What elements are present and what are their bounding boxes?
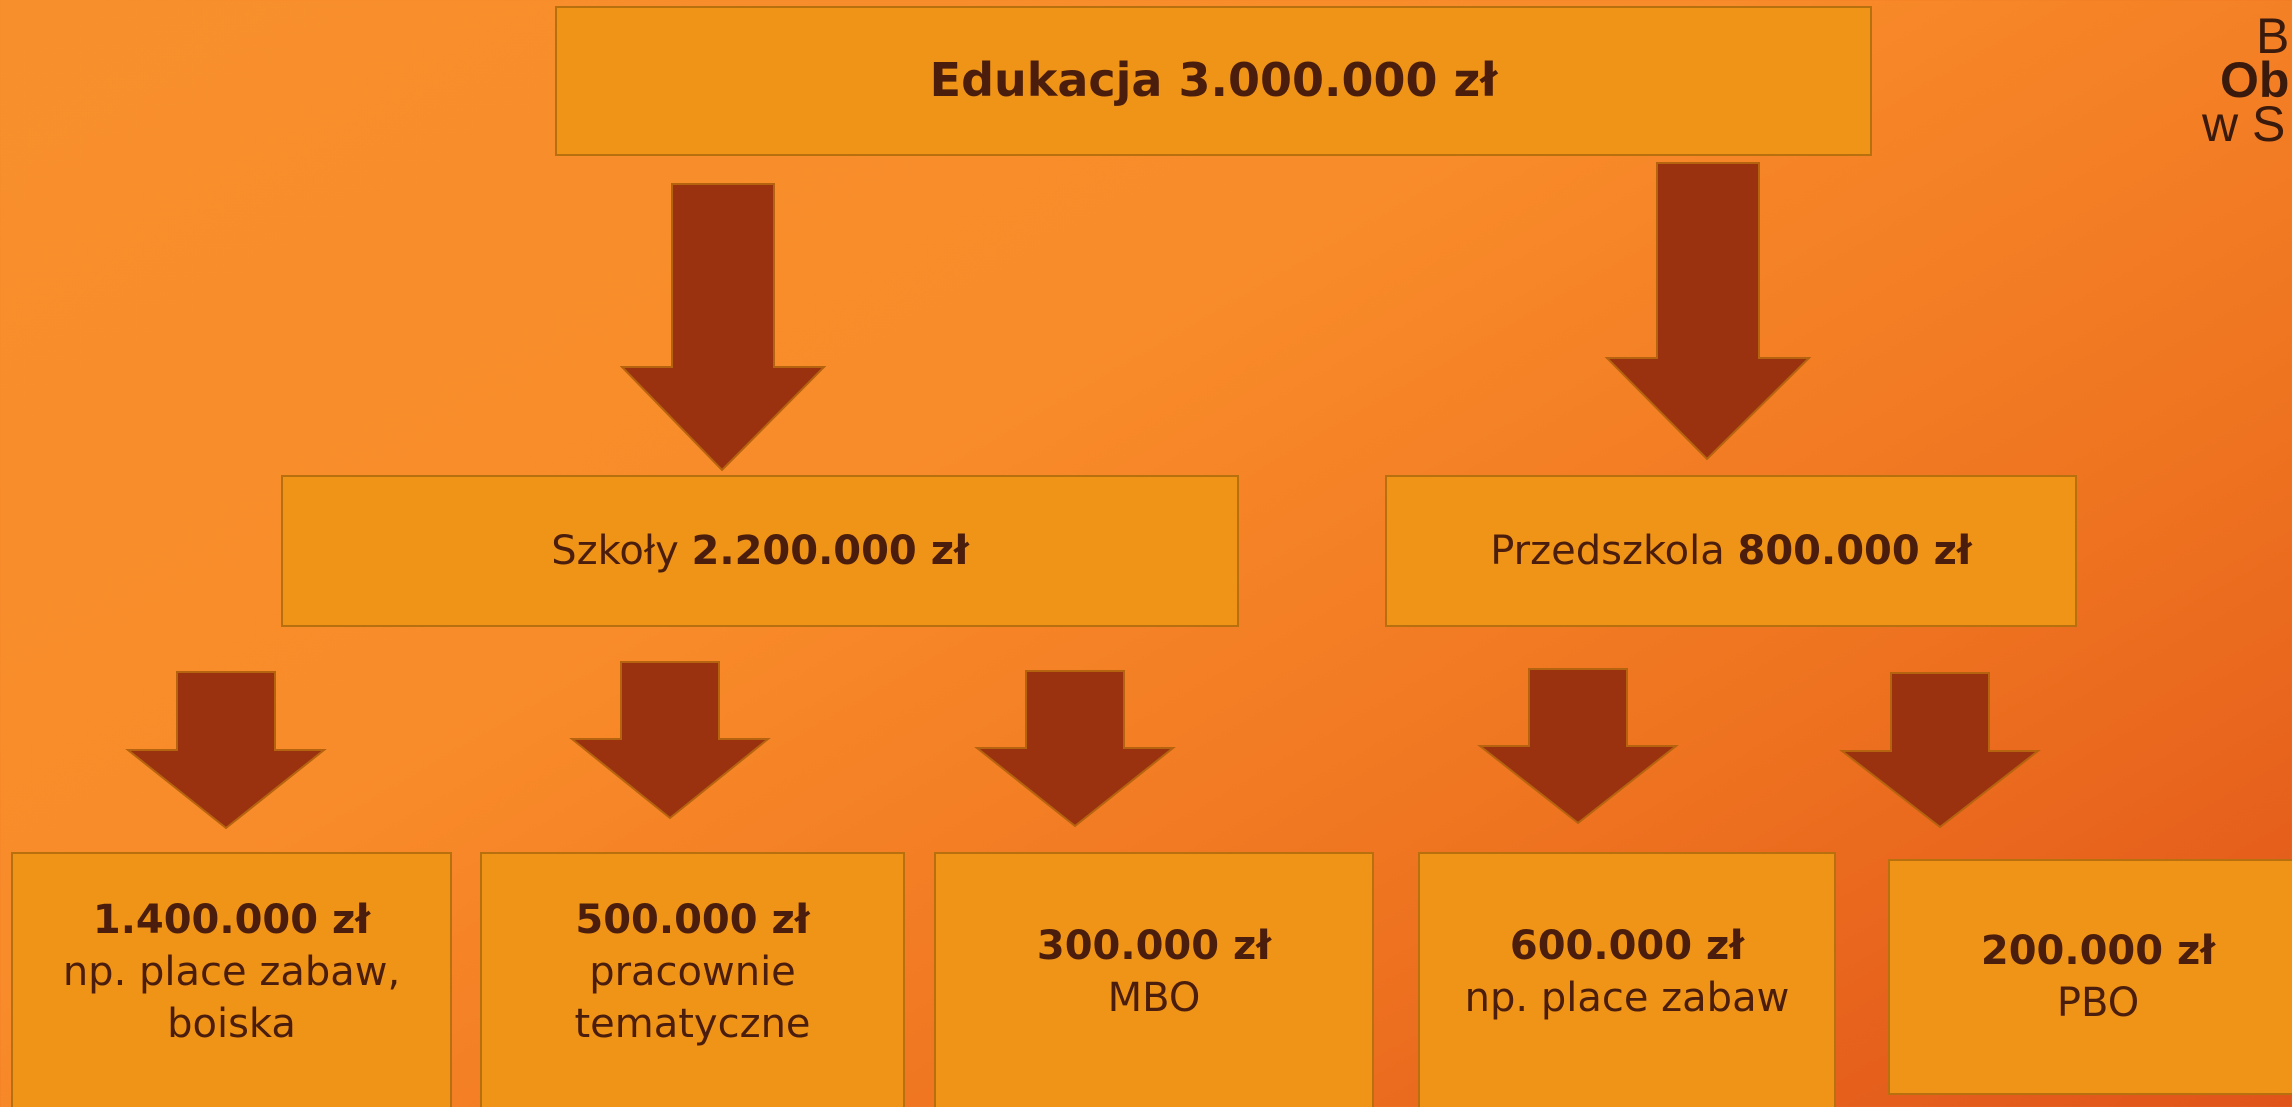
leaf-node-desc-1: np. place zabaw	[1464, 975, 1790, 1021]
node-preschools: Przedszkola 800.000 zł	[1385, 475, 2077, 627]
root-node-amount: 3.000.000 zł	[1178, 53, 1498, 108]
leaf-node-amount: 600.000 zł	[1509, 923, 1745, 969]
node-preschools-label: Przedszkola	[1490, 528, 1725, 574]
leaf-node-amount: 300.000 zł	[1036, 923, 1272, 969]
leaf-node-amount: 200.000 zł	[1980, 928, 2216, 974]
root-node-education: Edukacja 3.000.000 zł	[555, 6, 1872, 156]
leaf-node-workshops: 500.000 zł pracownie tematyczne	[480, 852, 905, 1107]
node-schools-text: Szkoły 2.200.000 zł	[551, 525, 969, 577]
leaf-node-desc-1: MBO	[1107, 975, 1201, 1021]
leaf-node-mbo: 300.000 zł MBO	[934, 852, 1374, 1107]
leaf-node-desc-1: PBO	[2056, 980, 2140, 1026]
logo-line-1: B	[2256, 14, 2290, 64]
leaf-node-desc-1: pracownie	[589, 949, 796, 995]
node-preschools-amount: 800.000 zł	[1737, 528, 1972, 574]
leaf-node-amount: 500.000 zł	[575, 897, 810, 943]
arrow-down-icon	[125, 671, 327, 830]
arrow-down-icon	[1477, 668, 1679, 825]
leaf-node-pbo: 200.000 zł PBO	[1888, 859, 2292, 1095]
leaf-node-desc-2: boiska	[167, 1001, 296, 1047]
arrow-down-icon	[569, 661, 771, 820]
leaf-node-playgrounds-preschools: 600.000 zł np. place zabaw	[1418, 852, 1836, 1107]
arrow-down-icon	[974, 670, 1176, 828]
leaf-node-playgrounds-schools: 1.400.000 zł np. place zabaw, boiska	[11, 852, 452, 1107]
arrow-down-icon	[619, 183, 827, 472]
leaf-node-amount: 1.400.000 zł	[92, 897, 371, 943]
logo-line-2: Ob	[2220, 52, 2290, 108]
arrow-down-icon	[1839, 672, 2041, 829]
root-node-text: Edukacja 3.000.000 zł	[930, 51, 1498, 111]
logo-line-3: w S	[2202, 96, 2286, 152]
node-schools-amount: 2.200.000 zł	[691, 528, 969, 574]
logo: B Ob w S	[2192, 14, 2292, 154]
leaf-node-desc-2: tematyczne	[574, 1001, 811, 1047]
node-schools: Szkoły 2.200.000 zł	[281, 475, 1239, 627]
root-node-label: Edukacja	[929, 53, 1163, 108]
node-preschools-text: Przedszkola 800.000 zł	[1490, 525, 1972, 577]
node-schools-label: Szkoły	[551, 528, 679, 574]
leaf-node-desc-1: np. place zabaw,	[62, 949, 401, 995]
arrow-down-icon	[1604, 162, 1812, 461]
